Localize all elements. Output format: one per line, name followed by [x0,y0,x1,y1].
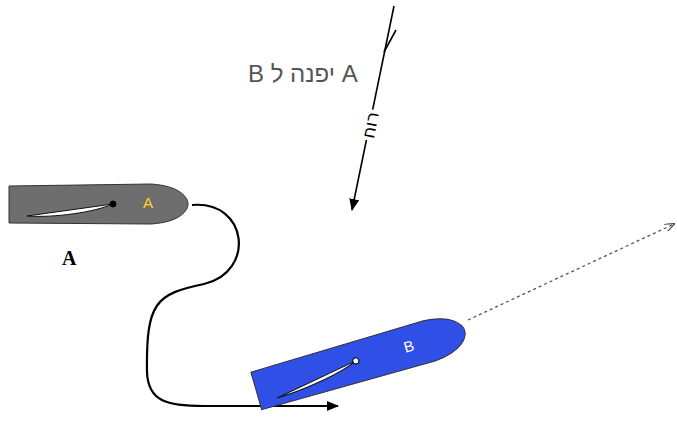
course-line [468,224,674,320]
boat-name: A [62,248,76,268]
wind-label: רוח [358,108,382,142]
boat-letter: A [143,195,153,210]
sailboat: B [246,308,472,413]
sailboat: AA [5,182,189,226]
wind-arrow [352,6,394,210]
wind-feather [384,30,396,52]
hull [5,182,189,226]
hull [246,308,472,413]
title: A יפנה ל B [248,62,358,86]
